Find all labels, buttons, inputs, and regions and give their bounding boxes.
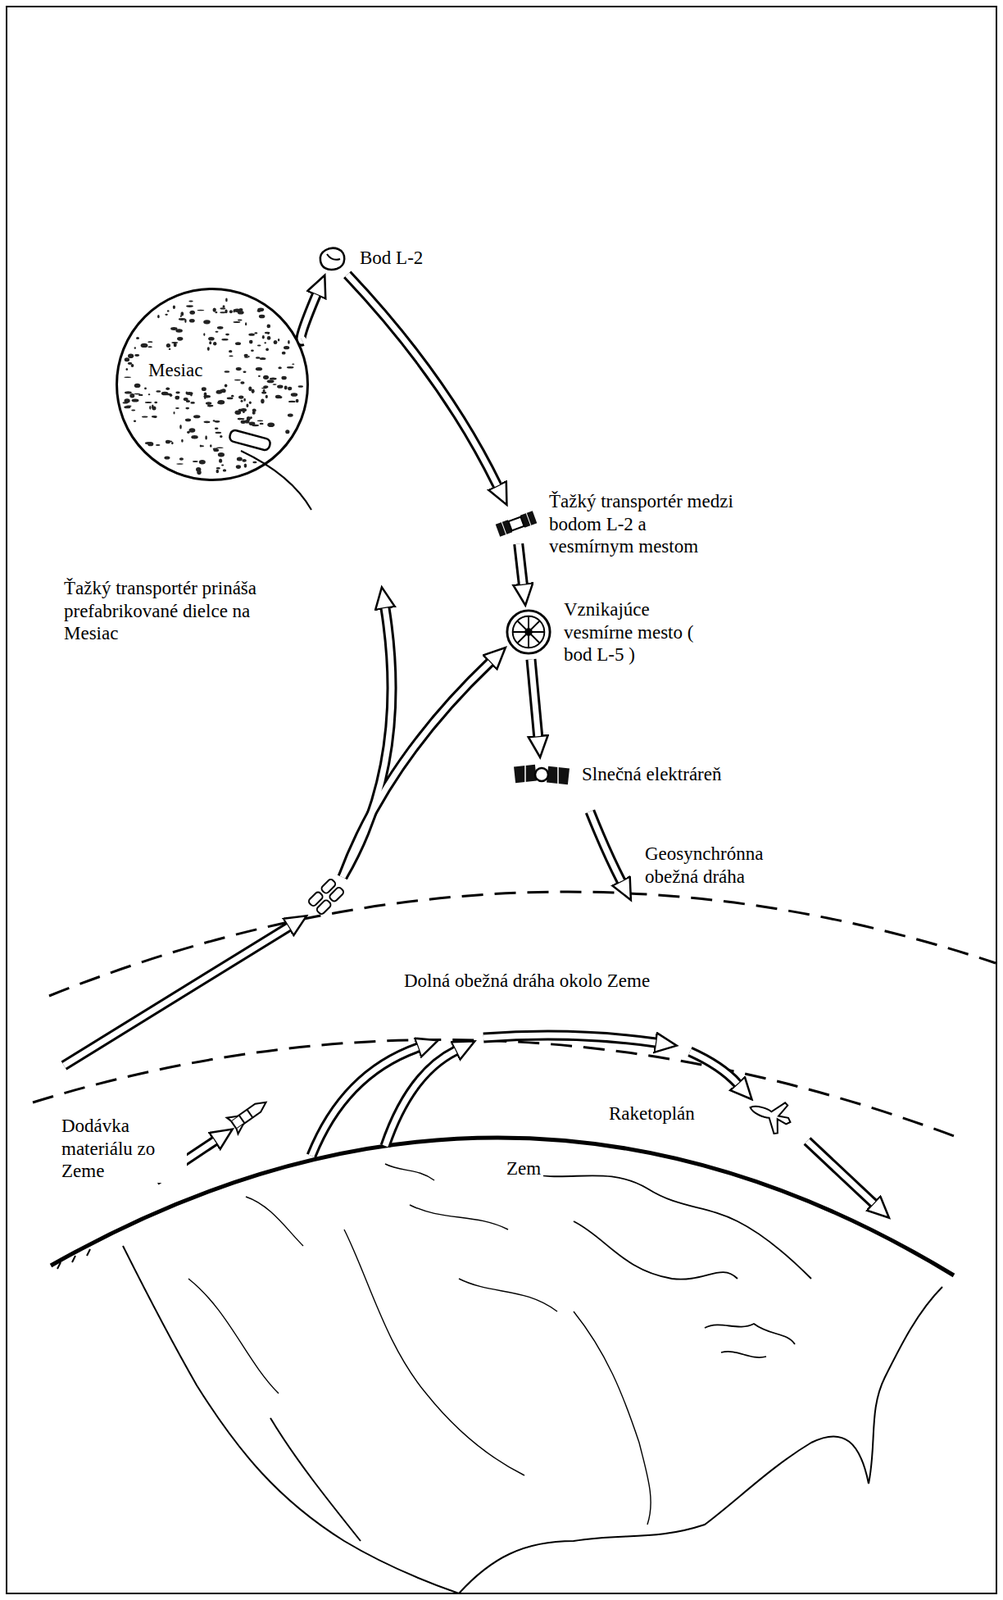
upper-stage-icon <box>307 877 345 915</box>
annotation: Dodávka materiálu zo Zeme <box>59 1114 187 1183</box>
connector-fill <box>300 295 317 341</box>
earth <box>50 1137 954 1593</box>
node-label: Slnečná elektráreň <box>581 762 722 786</box>
shuttle-icon <box>744 1091 797 1137</box>
node-label: Ťažký transportér medzi bodom L-2 a vesm… <box>549 490 734 559</box>
annotation: Raketoplán <box>606 1102 698 1126</box>
flow-connector <box>300 295 317 341</box>
flow-connector <box>518 543 524 584</box>
label-group: Vznikajúce vesmírne mesto ( bod L-5 ) <box>563 598 712 667</box>
rocket-icon <box>226 1093 273 1134</box>
node-label: Bod L-2 <box>359 246 423 270</box>
flow-connector <box>347 274 498 486</box>
mass-driver-line <box>240 450 312 510</box>
connector-outline <box>300 295 317 341</box>
connector-fill <box>518 543 524 584</box>
moon-circle: Mesiac <box>115 287 309 482</box>
connector-fill <box>531 658 539 736</box>
sat-icon <box>494 507 538 541</box>
mass-driver <box>228 429 272 451</box>
annotation: Geosynchrónna obežná dráha <box>642 842 799 888</box>
moon-label: Mesiac <box>145 358 205 382</box>
label-group: Ťažký transportér medzi bodom L-2 a vesm… <box>549 490 734 559</box>
annotation: Zem <box>503 1157 544 1180</box>
space-city-node: Vznikajúce vesmírne mesto ( bod L-5 ) <box>504 598 712 667</box>
annotation: Dolná obežná dráha okolo Zeme <box>401 969 653 993</box>
frame <box>6 6 997 1593</box>
connector-outline <box>531 658 539 736</box>
point-marker: Bod L-2 <box>315 244 423 273</box>
transporter-node: Ťažký transportér medzi bodom L-2 a vesm… <box>494 490 734 559</box>
node-label: Vznikajúce vesmírne mesto ( bod L-5 ) <box>563 598 712 667</box>
wheel-icon <box>504 608 553 656</box>
connector-outline <box>347 274 498 486</box>
solar-icon <box>512 760 571 789</box>
label-group: Slnečná elektráreň <box>581 762 722 786</box>
flow-connector <box>531 658 539 736</box>
power-plant-node: Slnečná elektráreň <box>512 760 722 789</box>
annotation: Ťažký transportér prináša prefabrikované… <box>61 576 309 645</box>
connector-fill <box>347 274 498 486</box>
connector-outline <box>518 543 524 584</box>
moon-texture <box>118 290 307 479</box>
rock-icon <box>315 244 349 273</box>
geosync-orbit <box>49 891 996 996</box>
label-group: Bod L-2 <box>359 246 423 270</box>
